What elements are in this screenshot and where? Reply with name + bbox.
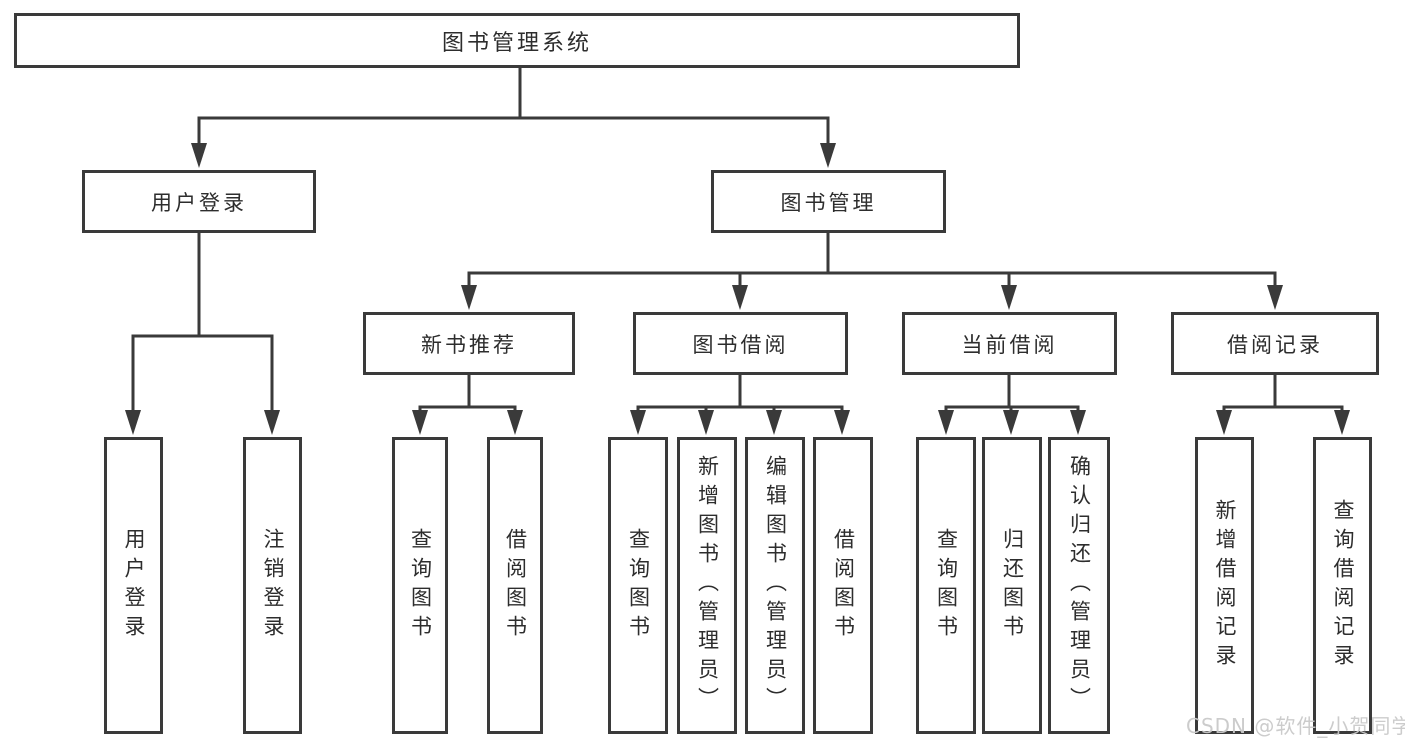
arrowhead-icon bbox=[1216, 410, 1232, 435]
leaf-borrow-books-1: 借阅图书 bbox=[487, 437, 543, 734]
leaf-query-books-1: 查询图书 bbox=[392, 437, 448, 734]
node-current-borrowing: 当前借阅 bbox=[902, 312, 1117, 375]
node-label: 新增图书（管理员） bbox=[695, 455, 720, 716]
arrowhead-icon bbox=[1070, 410, 1086, 435]
node-label: 用户登录 bbox=[151, 190, 247, 215]
node-label: 查询图书 bbox=[408, 527, 433, 644]
leaf-confirm-return-admin: 确认归还（管理员） bbox=[1048, 437, 1110, 734]
node-label: 注销登录 bbox=[261, 527, 285, 644]
node-label: 图书管理系统 bbox=[441, 30, 592, 56]
arrowhead-icon bbox=[698, 410, 714, 435]
leaf-add-books-admin: 新增图书（管理员） bbox=[677, 437, 737, 734]
node-user-login: 用户登录 bbox=[82, 170, 316, 233]
arrowheads bbox=[125, 143, 1350, 435]
arrowhead-icon bbox=[1334, 410, 1350, 435]
node-new-book-recommendation: 新书推荐 bbox=[363, 312, 575, 375]
leaf-borrow-books-2: 借阅图书 bbox=[813, 437, 873, 734]
node-borrowing-records: 借阅记录 bbox=[1171, 312, 1379, 375]
csdn-watermark: CSDN @软件_小贺同学 bbox=[1186, 714, 1405, 738]
arrowhead-icon bbox=[461, 285, 477, 310]
node-label: 当前借阅 bbox=[961, 332, 1058, 357]
arrowhead-icon bbox=[732, 285, 748, 310]
node-label: 借阅图书 bbox=[831, 527, 856, 644]
leaf-query-borrow-record: 查询借阅记录 bbox=[1313, 437, 1372, 734]
node-label: 新增借阅记录 bbox=[1213, 498, 1237, 673]
node-label: 图书借阅 bbox=[692, 332, 789, 357]
arrowhead-icon bbox=[191, 143, 207, 168]
leaf-query-books-2: 查询图书 bbox=[608, 437, 668, 734]
leaf-return-books: 归还图书 bbox=[982, 437, 1042, 734]
node-label: 归还图书 bbox=[1000, 527, 1025, 644]
node-label: 编辑图书（管理员） bbox=[763, 455, 788, 716]
leaf-add-borrow-record: 新增借阅记录 bbox=[1195, 437, 1254, 734]
node-library-management-system: 图书管理系统 bbox=[14, 13, 1020, 68]
arrowhead-icon bbox=[938, 410, 954, 435]
arrowhead-icon bbox=[125, 410, 141, 435]
node-label: 确认归还（管理员） bbox=[1067, 455, 1092, 716]
arrowhead-icon bbox=[630, 410, 646, 435]
arrowhead-icon bbox=[834, 410, 850, 435]
leaf-logout: 注销登录 bbox=[243, 437, 302, 734]
node-book-borrowing: 图书借阅 bbox=[633, 312, 848, 375]
node-book-management: 图书管理 bbox=[711, 170, 946, 233]
arrowhead-icon bbox=[264, 410, 280, 435]
node-label: 新书推荐 bbox=[421, 332, 517, 357]
node-label: 查询借阅记录 bbox=[1331, 498, 1355, 673]
node-label: 用户登录 bbox=[122, 527, 146, 644]
node-label: 借阅图书 bbox=[503, 527, 528, 644]
arrowhead-icon bbox=[1001, 285, 1017, 310]
leaf-edit-books-admin: 编辑图书（管理员） bbox=[745, 437, 805, 734]
arrowhead-icon bbox=[507, 410, 523, 435]
node-label: 图书管理 bbox=[780, 190, 877, 215]
node-label: 借阅记录 bbox=[1227, 332, 1323, 357]
arrowhead-icon bbox=[766, 410, 782, 435]
arrowhead-icon bbox=[1267, 285, 1283, 310]
node-label: 查询图书 bbox=[934, 527, 959, 644]
arrowhead-icon bbox=[412, 410, 428, 435]
arrowhead-icon bbox=[820, 143, 836, 168]
leaf-user-login: 用户登录 bbox=[104, 437, 163, 734]
node-label: 查询图书 bbox=[626, 527, 651, 644]
leaf-query-books-3: 查询图书 bbox=[916, 437, 976, 734]
arrowhead-icon bbox=[1003, 410, 1019, 435]
